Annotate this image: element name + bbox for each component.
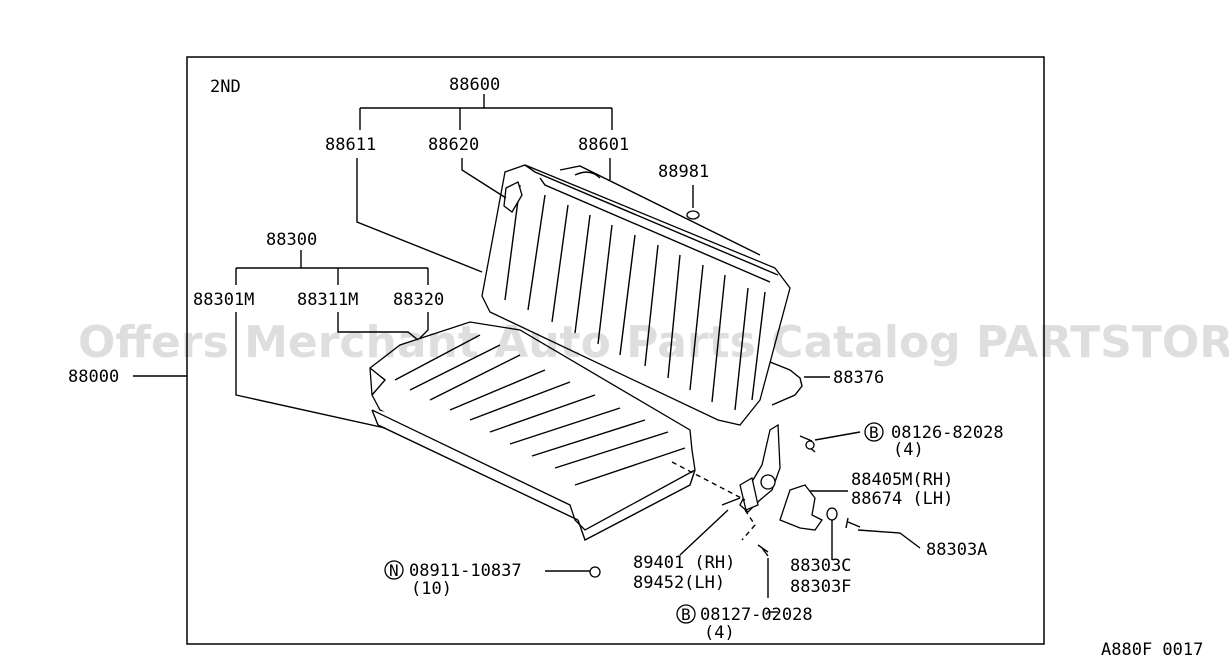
label-89401: 89401 (RH): [633, 553, 735, 573]
hinge-bracket: [739, 423, 781, 513]
label-88674: 88674 (LH): [851, 489, 953, 509]
label-08911-qty: (10): [411, 579, 452, 599]
marker-b-08126: [864, 422, 884, 442]
washer: [826, 507, 838, 521]
label-88300: 88300: [266, 230, 317, 250]
hinge-cover: [779, 484, 823, 531]
label-88620: 88620: [428, 135, 479, 155]
pin-89401: [721, 497, 741, 506]
nut-08911: [589, 566, 601, 578]
label-88301m: 88301M: [193, 290, 254, 310]
label-88000: 88000: [68, 367, 119, 387]
rod-88376: [769, 361, 803, 406]
cap-88981: [686, 210, 700, 220]
label-08911: 08911-10837: [409, 561, 522, 581]
seat-cushion: [369, 321, 696, 541]
marker-n-08911: [384, 560, 404, 580]
label-08126-qty: (4): [893, 440, 924, 460]
seat-back: [481, 164, 791, 426]
section-label: 2ND: [210, 77, 241, 97]
marker-b-08127: [676, 604, 696, 624]
label-88405m: 88405M(RH): [851, 470, 953, 490]
label-88601: 88601: [578, 135, 629, 155]
watermark: Offers Merchant Auto Parts Catalog PARTS…: [78, 317, 1229, 368]
label-88320: 88320: [393, 290, 444, 310]
marker-b-08126-letter: B: [869, 423, 879, 442]
label-88303f: 88303F: [790, 577, 851, 597]
label-08127: 08127-02028: [700, 605, 813, 625]
label-88376: 88376: [833, 368, 884, 388]
label-88981: 88981: [658, 162, 709, 182]
label-08127-qty: (4): [704, 623, 735, 643]
label-89452: 89452(LH): [633, 573, 725, 593]
bolt-88303a: [845, 517, 861, 529]
label-88303c: 88303C: [790, 556, 851, 576]
leader-lines: [133, 94, 921, 613]
marker-n-08911-letter: N: [389, 561, 399, 580]
marker-b-08127-letter: B: [681, 605, 691, 624]
label-88611: 88611: [325, 135, 376, 155]
figure-code: A880F 0017: [1101, 640, 1203, 660]
label-88600: 88600: [449, 75, 500, 95]
bolt-08127: [757, 544, 769, 557]
label-88311m: 88311M: [297, 290, 358, 310]
diagram-frame: [186, 56, 1045, 645]
label-88303a: 88303A: [926, 540, 987, 560]
label-08126: 08126-82028: [891, 423, 1004, 443]
